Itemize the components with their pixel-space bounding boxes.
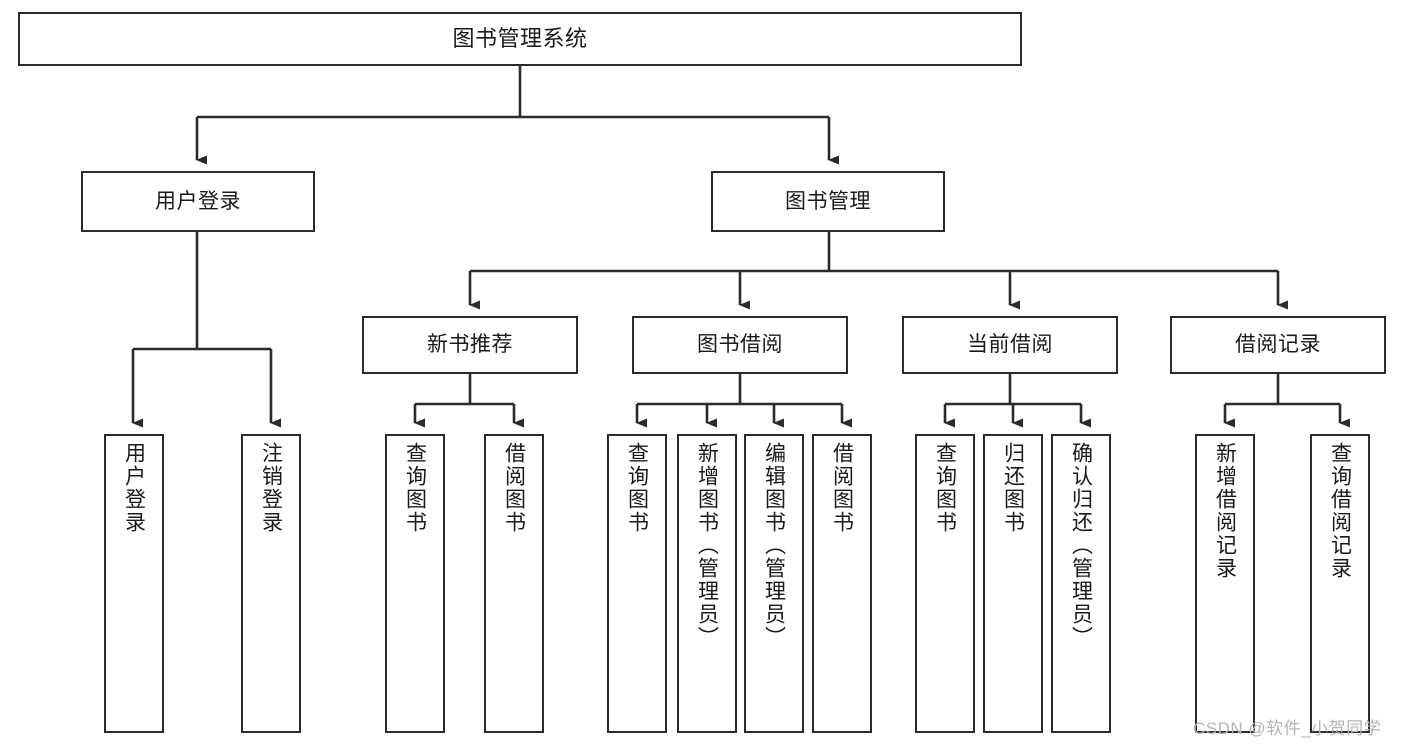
node-label: 图书管理系统 [452, 25, 588, 51]
node-leaf-query-book-3[interactable]: 查询图书 [915, 434, 975, 733]
node-leaf-add-book-admin[interactable]: 新增图书（管理员） [677, 434, 737, 733]
node-leaf-add-borrowing-record[interactable]: 新增借阅记录 [1195, 434, 1255, 733]
node-leaf-query-book-1[interactable]: 查询图书 [385, 434, 445, 733]
node-leaf-return-book[interactable]: 归还图书 [983, 434, 1043, 733]
node-label: 当前借阅 [967, 333, 1053, 357]
csdn-watermark: CSDN @软件_小贺同学 [1193, 719, 1382, 738]
node-label: 借阅图书 [830, 442, 854, 534]
node-user-login[interactable]: 用户登录 [81, 171, 315, 232]
node-label: 注销登录 [259, 442, 283, 534]
node-label: 借阅图书 [502, 442, 526, 534]
node-root-book-management-system[interactable]: 图书管理系统 [18, 12, 1022, 66]
node-label: 用户登录 [122, 442, 146, 534]
node-leaf-logout[interactable]: 注销登录 [241, 434, 301, 733]
node-leaf-borrow-book-1[interactable]: 借阅图书 [484, 434, 544, 733]
node-label: 查询图书 [933, 442, 957, 534]
node-leaf-confirm-return-admin[interactable]: 确认归还（管理员） [1051, 434, 1111, 733]
node-label: 归还图书 [1001, 442, 1025, 534]
node-label: 新增借阅记录 [1213, 442, 1237, 580]
node-label: 查询借阅记录 [1328, 442, 1352, 580]
node-label: 新书推荐 [427, 333, 513, 357]
node-label: 借阅记录 [1235, 333, 1321, 357]
node-label: 查询图书 [625, 442, 649, 534]
node-leaf-edit-book-admin[interactable]: 编辑图书（管理员） [744, 434, 804, 733]
node-leaf-borrow-book-2[interactable]: 借阅图书 [812, 434, 872, 733]
node-current-borrowing[interactable]: 当前借阅 [902, 316, 1118, 374]
node-label: 图书借阅 [697, 333, 783, 357]
node-leaf-user-login[interactable]: 用户登录 [104, 434, 164, 733]
node-leaf-query-book-2[interactable]: 查询图书 [607, 434, 667, 733]
node-label: 查询图书 [403, 442, 427, 534]
node-leaf-query-borrowing-record[interactable]: 查询借阅记录 [1310, 434, 1370, 733]
node-book-borrowing[interactable]: 图书借阅 [632, 316, 848, 374]
node-label: 编辑图书（管理员） [762, 442, 786, 649]
node-label: 用户登录 [155, 189, 241, 213]
node-label: 新增图书（管理员） [695, 442, 719, 649]
node-label: 图书管理 [785, 189, 871, 213]
node-new-book-recommendation[interactable]: 新书推荐 [362, 316, 578, 374]
node-label: 确认归还（管理员） [1069, 442, 1093, 649]
node-book-management[interactable]: 图书管理 [711, 171, 945, 232]
node-borrowing-record[interactable]: 借阅记录 [1170, 316, 1386, 374]
